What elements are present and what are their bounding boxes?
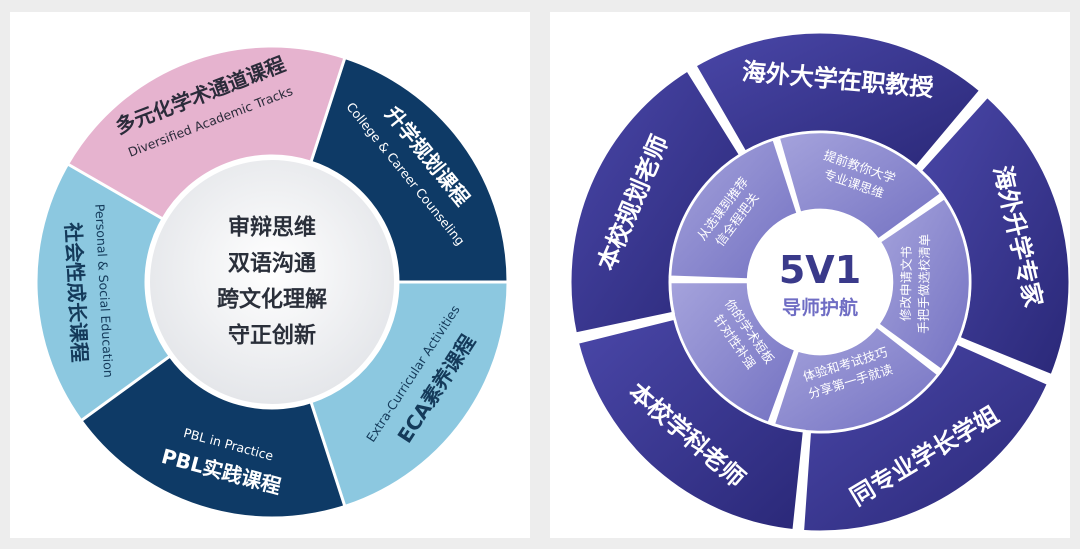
core-competency-text: 双语沟通: [228, 251, 316, 277]
hub-subtitle: 导师护航: [782, 296, 858, 319]
curriculum-segment: [78, 353, 370, 520]
mentor-role-desc: 修改申请文书: [898, 246, 914, 321]
mentor-wheel-diagram: 海外大学在职教授提前教你大学专业课思维海外升学专家手把手做选校清单修改申请文书同…: [568, 30, 1070, 534]
center-hub-circle: [751, 213, 889, 351]
mentor-wheel-panel: 海外大学在职教授提前教你大学专业课思维海外升学专家手把手做选校清单修改申请文书同…: [550, 12, 1070, 538]
core-competency-text: 审辩思维: [228, 215, 316, 241]
mentor-role-desc: 手把手做选校清单: [916, 234, 933, 334]
core-competency-text: 守正创新: [228, 323, 316, 349]
curriculum-segment: [296, 49, 510, 284]
hub-title: 5V1: [779, 248, 861, 292]
curriculum-segment: [309, 255, 510, 509]
core-competency-text: 跨文化理解: [217, 287, 327, 313]
mentor-inner-segment: [668, 137, 800, 281]
center-core-circle: [150, 160, 394, 404]
curriculum-segment: [65, 44, 347, 222]
